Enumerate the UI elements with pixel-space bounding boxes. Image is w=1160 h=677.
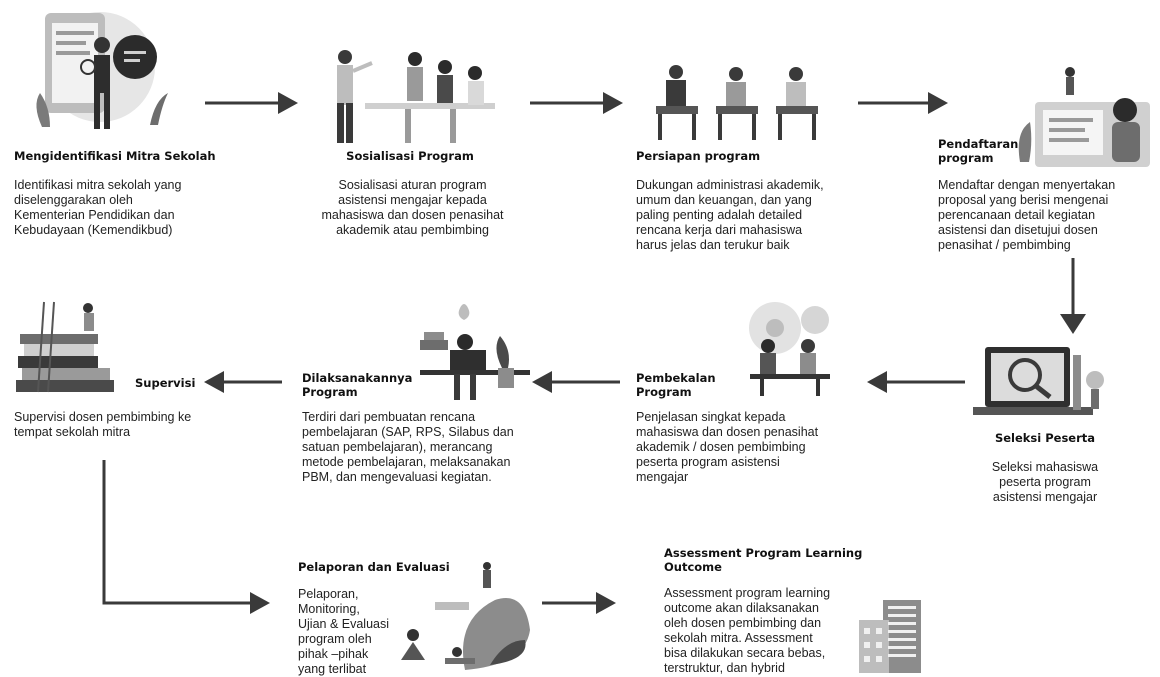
desc-line: harus jelas dan terukur baik — [636, 238, 790, 252]
desc-line: Supervisi dosen pembimbing ke — [14, 410, 192, 424]
desc-line: peserta program — [999, 475, 1091, 489]
desc-line: Identifikasi mitra sekolah yang — [14, 178, 182, 192]
step-2-title: Sosialisasi Program — [346, 149, 474, 163]
step-1-title: Mengidentifikasi Mitra Sekolah — [14, 149, 216, 163]
desc-line: asistensi mengajar kepada — [338, 193, 487, 207]
desc-line: Dukungan administrasi akademik, — [636, 178, 824, 192]
desc-line: mahasiswa dan dosen penasihat — [636, 425, 819, 439]
desc-line: Monitoring, — [298, 602, 360, 616]
step-3-title: Persiapan program — [636, 149, 761, 163]
arrowhead-3-4 — [928, 92, 948, 114]
title-line: program — [938, 151, 994, 165]
arrow-8-9 — [102, 460, 252, 605]
selection-illustration — [965, 335, 1115, 425]
desc-line: peserta program asistensi — [636, 455, 780, 469]
desc-line: Assessment program learning — [664, 586, 831, 600]
desc-line: yang terlibat — [298, 662, 367, 676]
step-7-title: Dilaksanakannya Program — [302, 371, 412, 399]
socialization-illustration — [320, 45, 500, 145]
step-3-description: Dukungan administrasi akademik, umum dan… — [636, 178, 824, 253]
desc-line: akademik atau pembimbing — [336, 223, 489, 237]
reporting-illustration — [395, 560, 535, 675]
desc-line: outcome akan dilaksanakan — [664, 601, 819, 615]
desc-line: rencana kerja dari mahasiswa — [636, 223, 803, 237]
desc-line: penasihat / pembimbing — [938, 238, 1071, 252]
desc-line: umum dan keuangan, dan yang — [636, 193, 812, 207]
desc-line: Seleksi mahasiswa — [991, 460, 1099, 474]
desc-line: Pelaporan, — [298, 587, 359, 601]
step-4-description: Mendaftar dengan menyertakan proposal ya… — [938, 178, 1115, 253]
title-line: Dilaksanakannya — [302, 371, 413, 385]
desc-line: asistensi mengajar — [992, 490, 1098, 504]
desc-line: Mendaftar dengan menyertakan — [938, 178, 1116, 192]
desc-line: paling penting adalah detailed — [636, 208, 803, 222]
arrowhead-7-8 — [204, 371, 224, 393]
step-8-title: Supervisi — [135, 376, 196, 390]
title-line: Program — [302, 385, 358, 399]
step-1-description: Identifikasi mitra sekolah yang diseleng… — [14, 178, 181, 238]
arrowhead-6-7 — [532, 371, 552, 393]
step-5-title: Seleksi Peserta — [994, 431, 1096, 445]
step-9-description: Pelaporan, Monitoring, Ujian & Evaluasi … — [298, 587, 389, 677]
desc-line: terstruktur, dan hybrid — [664, 661, 785, 675]
step-10-description: Assessment program learning outcome akan… — [664, 586, 830, 676]
desc-line: Penjelasan singkat kepada — [636, 410, 786, 424]
arrowhead-1-2 — [278, 92, 298, 114]
desc-line: proposal yang berisi mengenai — [938, 193, 1109, 207]
identify-illustration — [30, 5, 180, 135]
desc-line: asistensi dan disetujui dosen — [938, 223, 1098, 237]
briefing-illustration — [730, 298, 850, 398]
step-7-description: Terdiri dari pembuatan rencana pembelaja… — [302, 410, 514, 485]
supervision-illustration — [14, 300, 134, 395]
step-5-description: Seleksi mahasiswa peserta program asiste… — [960, 460, 1130, 505]
desc-line: tempat sekolah mitra — [14, 425, 131, 439]
step-4-title: Pendaftaran program — [938, 137, 1018, 165]
desc-line: bisa dilakukan secara bebas, — [664, 646, 826, 660]
desc-line: mahasiswa dan dosen penasihat — [321, 208, 504, 222]
desc-line: Kebudayaan (Kemendikbud) — [14, 223, 173, 237]
desc-line: metode pembelajaran, melaksanakan — [302, 455, 511, 469]
arrowhead-8-9 — [250, 592, 270, 614]
step-10-title: Assessment Program Learning Outcome — [664, 546, 862, 574]
desc-line: akademik / dosen pembimbing — [636, 440, 806, 454]
registration-illustration — [1015, 62, 1155, 172]
step-8-description: Supervisi dosen pembimbing ke tempat sek… — [14, 410, 191, 440]
step-2-description: Sosialisasi aturan program asistensi men… — [295, 178, 530, 238]
step-9-title: Pelaporan dan Evaluasi — [298, 560, 450, 574]
step-6-description: Penjelasan singkat kepada mahasiswa dan … — [636, 410, 818, 485]
title-line: Program — [636, 385, 692, 399]
assessment-illustration — [855, 600, 925, 675]
desc-line: diselenggarakan oleh — [14, 193, 133, 207]
desc-line: sekolah mitra. Assessment — [664, 631, 813, 645]
desc-line: Terdiri dari pembuatan rencana — [302, 410, 476, 424]
desc-line: oleh dosen pembimbing dan — [664, 616, 822, 630]
arrowhead-2-3 — [603, 92, 623, 114]
preparation-illustration — [648, 62, 828, 142]
desc-line: Sosialisasi aturan program — [338, 178, 487, 192]
arrowhead-5-6 — [867, 371, 887, 393]
desc-line: mengajar — [636, 470, 689, 484]
desc-line: Ujian & Evaluasi — [298, 617, 390, 631]
title-line: Pendaftaran — [938, 137, 1019, 151]
arrowhead-4-5 — [1060, 314, 1086, 334]
title-line: Assessment Program Learning — [664, 546, 863, 560]
step-6-title: Pembekalan Program — [636, 371, 716, 399]
desc-line: program oleh — [298, 632, 372, 646]
desc-line: pembelajaran (SAP, RPS, Silabus dan — [302, 425, 514, 439]
desc-line: pihak –pihak — [298, 647, 369, 661]
title-line: Outcome — [664, 560, 722, 574]
desc-line: PBM, dan mengevaluasi kegiatan. — [302, 470, 492, 484]
implementation-illustration — [420, 300, 540, 405]
desc-line: Kementerian Pendidikan dan — [14, 208, 175, 222]
arrowhead-9-10 — [596, 592, 616, 614]
desc-line: satuan pembelajaran), merancang — [302, 440, 493, 454]
desc-line: perencanaan detail kegiatan — [938, 208, 1096, 222]
title-line: Pembekalan — [636, 371, 716, 385]
